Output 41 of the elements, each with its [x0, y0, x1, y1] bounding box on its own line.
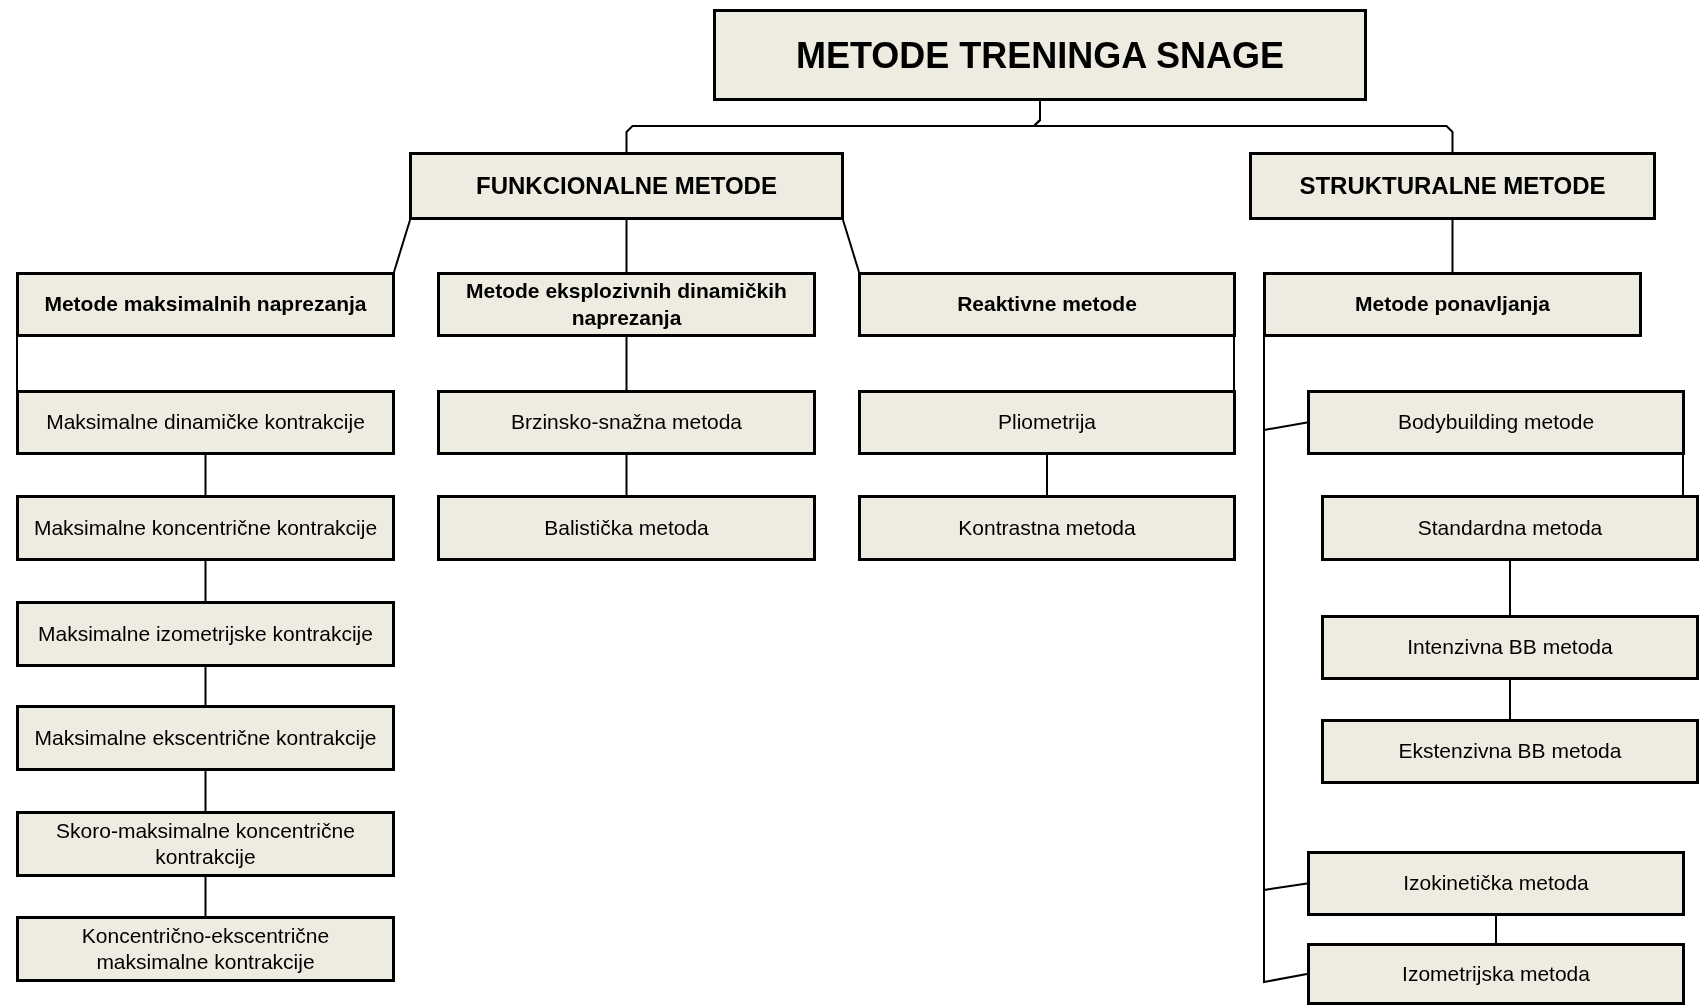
connector-line	[204, 666, 207, 706]
connector-line	[1509, 560, 1511, 616]
connector-line	[1451, 219, 1454, 273]
method-box: Maksimalne dinamičke kontrakcije	[16, 390, 395, 455]
method-box: Balistička metoda	[437, 495, 816, 561]
method-box: FUNKCIONALNE METODE	[409, 152, 844, 220]
connector-line	[204, 454, 207, 496]
connector-line	[393, 219, 411, 273]
connector-line	[16, 336, 18, 391]
method-box: Izometrijska metoda	[1307, 943, 1685, 1005]
connector-line	[204, 560, 207, 602]
method-box: Pliometrija	[858, 390, 1236, 455]
method-box: Kontrastna metoda	[858, 495, 1236, 561]
connector-line	[625, 454, 628, 496]
connector-line	[1495, 915, 1497, 944]
method-box: Bodybuilding metode	[1307, 390, 1685, 455]
connector-line	[625, 336, 628, 391]
connector-line	[1509, 679, 1511, 720]
method-box: Metode maksimalnih naprezanja	[16, 272, 395, 337]
connector-line	[625, 219, 628, 273]
connector-line	[842, 219, 860, 273]
method-box: Brzinsko-snažna metoda	[437, 390, 816, 455]
method-box: Standardna metoda	[1321, 495, 1699, 561]
method-box: Intenzivna BB metoda	[1321, 615, 1699, 680]
method-box: Metode eksplozivnih dinamičkih naprezanja	[437, 272, 816, 337]
title-box: METODE TRENINGA SNAGE	[713, 9, 1367, 101]
method-box: Metode ponavljanja	[1263, 272, 1642, 337]
connector-line	[1046, 454, 1048, 496]
method-box: Skoro-maksimalne koncentrične kontrakcije	[16, 811, 395, 877]
connector-line	[1682, 454, 1684, 496]
method-box: Ekstenzivna BB metoda	[1321, 719, 1699, 784]
method-box: Maksimalne izometrijske kontrakcije	[16, 601, 395, 667]
method-box: Koncentrično-ekscentrične maksimalne kontrakcije	[16, 916, 395, 982]
method-box: Reaktivne metode	[858, 272, 1236, 337]
connector-line	[204, 770, 207, 812]
connector-line	[204, 876, 207, 917]
method-box: Izokinetička metoda	[1307, 851, 1685, 916]
method-box: STRUKTURALNE METODE	[1249, 152, 1656, 220]
method-box: Maksimalne koncentrične kontrakcije	[16, 495, 395, 561]
method-box: Maksimalne ekscentrične kontrakcije	[16, 705, 395, 771]
connector-line	[1233, 336, 1235, 391]
